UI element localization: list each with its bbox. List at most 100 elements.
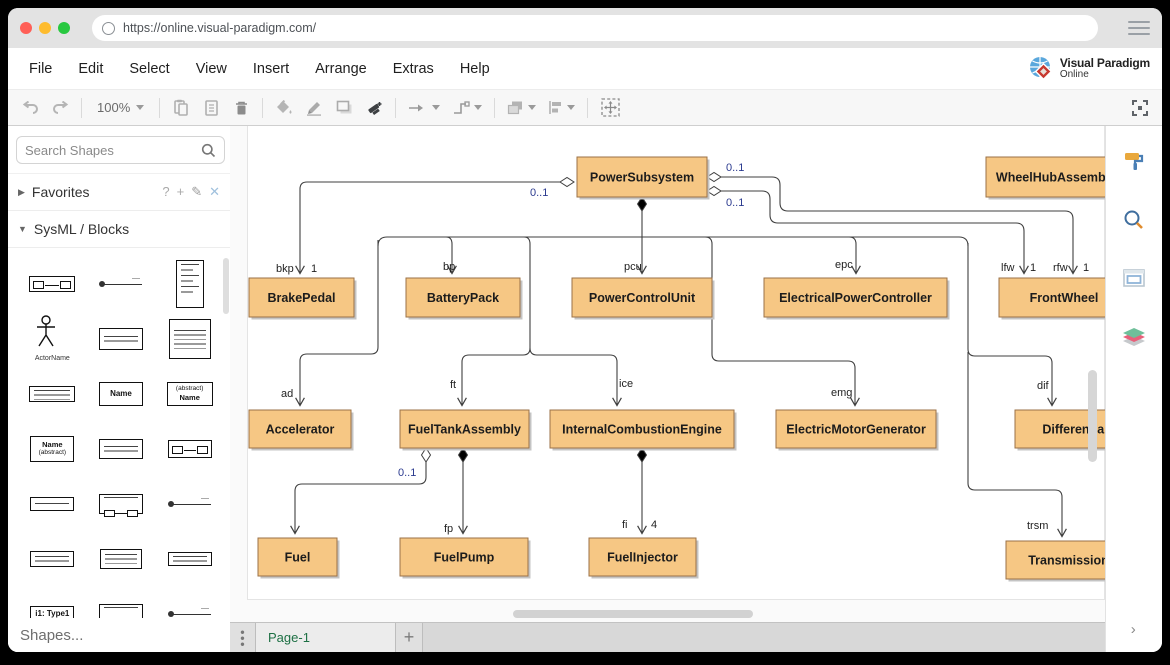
favorites-help-icon[interactable]: ?: [162, 184, 170, 199]
palette-shape[interactable]: [30, 496, 75, 511]
palette-shape[interactable]: [167, 497, 211, 509]
diagram-node-FuelInjector[interactable]: [588, 537, 697, 577]
diagram-node-BatteryPack[interactable]: [405, 277, 521, 318]
panel-icon[interactable]: [1121, 266, 1147, 292]
line-color-icon[interactable]: [302, 95, 326, 121]
menu-item-extras[interactable]: Extras: [392, 60, 434, 77]
diagram-node-WheelHubAssembly[interactable]: [985, 156, 1105, 198]
palette-shape[interactable]: [29, 275, 76, 292]
zoom-level-select[interactable]: 100%: [91, 100, 150, 115]
redo-icon[interactable]: [48, 95, 72, 121]
page-tab[interactable]: Page-1: [256, 623, 396, 652]
menu-item-view[interactable]: View: [195, 60, 227, 77]
canvas-horizontal-scrollbar[interactable]: [513, 610, 753, 618]
diagram-edge-ft-ice-stem[interactable]: [523, 236, 531, 348]
diagram-edge-lfw-frontwheel[interactable]: [721, 190, 1029, 275]
palette-shape[interactable]: [98, 493, 143, 517]
diagram-node-FuelPump[interactable]: [399, 537, 529, 577]
palette-shape[interactable]: [167, 439, 212, 458]
menu-item-arrange[interactable]: Arrange: [315, 60, 367, 77]
search-input[interactable]: [25, 142, 201, 158]
diagram-node-PowerSubsystem[interactable]: [576, 156, 708, 198]
align-icon[interactable]: [545, 95, 578, 121]
favorites-edit-icon[interactable]: ✎: [191, 184, 203, 199]
panel-scrollbar[interactable]: [223, 258, 229, 314]
diagram-edge-emg-motorgen[interactable]: [704, 236, 860, 407]
diagram-node-PowerControlUnit[interactable]: [571, 277, 713, 318]
palette-shape[interactable]: [168, 318, 211, 359]
document-icon[interactable]: [199, 95, 223, 121]
diagram-edge-epc-powercontroller[interactable]: [848, 236, 861, 275]
trash-icon[interactable]: [229, 95, 253, 121]
expand-panel-chevron[interactable]: ›: [1130, 621, 1136, 638]
diagram-edge-ft-fueltank[interactable]: [457, 347, 531, 407]
menu-item-select[interactable]: Select: [129, 60, 170, 77]
shape-panel: ••• ▶ Favorites ? + ✎ ✕ ▼ SysML / Blocks: [8, 126, 238, 652]
palette-shape[interactable]: Name: [98, 381, 143, 406]
diagram-node-InternalCombustionEngine[interactable]: [549, 409, 735, 449]
palette-shape[interactable]: [175, 259, 204, 308]
fill-color-icon[interactable]: [272, 95, 296, 121]
layers-icon[interactable]: [1121, 325, 1147, 351]
favorites-add-icon[interactable]: +: [176, 184, 185, 199]
diagram-node-FuelTankAssembly[interactable]: [399, 409, 530, 449]
maximize-window-button[interactable]: [58, 22, 70, 34]
paste-icon[interactable]: [169, 95, 193, 121]
diagram-edge-trsm-transmission[interactable]: [967, 352, 1067, 538]
palette-shape[interactable]: [98, 327, 143, 350]
diagram-node-BrakePedal[interactable]: [248, 277, 355, 318]
palette-shape[interactable]: ActorName: [35, 315, 70, 362]
shadow-icon[interactable]: [332, 95, 356, 121]
add-page-button[interactable]: +: [396, 623, 423, 652]
diagram-node-Fuel[interactable]: [257, 537, 338, 577]
diagram-edge-rfw-frontwheel[interactable]: [721, 176, 1078, 275]
palette-shape[interactable]: [29, 385, 76, 402]
palette-shape[interactable]: [98, 438, 143, 459]
address-bar[interactable]: https://online.visual-paradigm.com/: [92, 15, 1098, 41]
diagram-node-ElectricMotorGenerator[interactable]: [775, 409, 937, 449]
diagram-node-ElectricalPowerController[interactable]: [763, 277, 948, 318]
bring-forward-icon[interactable]: [504, 95, 539, 121]
menu-item-edit[interactable]: Edit: [78, 60, 104, 77]
diagram-edge-composition-bus[interactable]: [377, 236, 969, 247]
diagram-node-FrontWheel[interactable]: [998, 277, 1105, 318]
visual-paradigm-logo-icon: [1029, 57, 1053, 81]
menu-item-help[interactable]: Help: [459, 60, 490, 77]
hamburger-icon[interactable]: [1128, 20, 1150, 36]
sysml-blocks-section-header[interactable]: ▼ SysML / Blocks: [8, 211, 230, 248]
search-shapes-box[interactable]: [16, 136, 225, 164]
format-brush-icon[interactable]: [362, 95, 386, 121]
page-list-icon[interactable]: •••: [230, 623, 256, 652]
favorites-close-icon[interactable]: ✕: [209, 184, 220, 199]
palette-shape[interactable]: [167, 607, 211, 619]
palette-shape[interactable]: [98, 277, 142, 289]
format-roller-icon[interactable]: [1121, 148, 1147, 174]
palette-shape[interactable]: [30, 550, 75, 567]
diagram-edge-bp-batterypack[interactable]: [445, 236, 457, 275]
minimize-window-button[interactable]: [39, 22, 51, 34]
favorites-section-header[interactable]: ▶ Favorites ? + ✎ ✕: [8, 174, 230, 211]
fullscreen-icon[interactable]: [1128, 95, 1152, 121]
canvas-vertical-scrollbar[interactable]: [1088, 370, 1097, 462]
close-window-button[interactable]: [20, 22, 32, 34]
diagram-edge-bkp-brakepedal[interactable]: [295, 181, 560, 275]
arrow-style-icon[interactable]: [405, 95, 443, 121]
diagram-node-Accelerator[interactable]: [248, 409, 352, 449]
diagram-edge-ad-accelerator[interactable]: [295, 240, 379, 407]
more-shapes-button[interactable]: Shapes...: [8, 618, 230, 652]
diagram-edge-dif-differential[interactable]: [967, 243, 1057, 407]
select-area-icon[interactable]: [597, 95, 624, 121]
undo-icon[interactable]: [18, 95, 42, 121]
zoom-tool-icon[interactable]: [1121, 207, 1147, 233]
palette-shape[interactable]: [99, 548, 142, 569]
diagram-edge-fuel[interactable]: [290, 462, 427, 535]
menu-item-insert[interactable]: Insert: [252, 60, 290, 77]
diagram-edge-ice-engine[interactable]: [529, 347, 622, 407]
connector-style-icon[interactable]: [449, 95, 485, 121]
palette-shape[interactable]: Name(abstract): [30, 435, 75, 462]
menu-item-file[interactable]: File: [29, 60, 53, 77]
palette-shape[interactable]: [167, 551, 212, 566]
diagram-node-Transmission[interactable]: [1005, 540, 1105, 580]
palette-shape[interactable]: (abstract)Name: [166, 381, 213, 406]
